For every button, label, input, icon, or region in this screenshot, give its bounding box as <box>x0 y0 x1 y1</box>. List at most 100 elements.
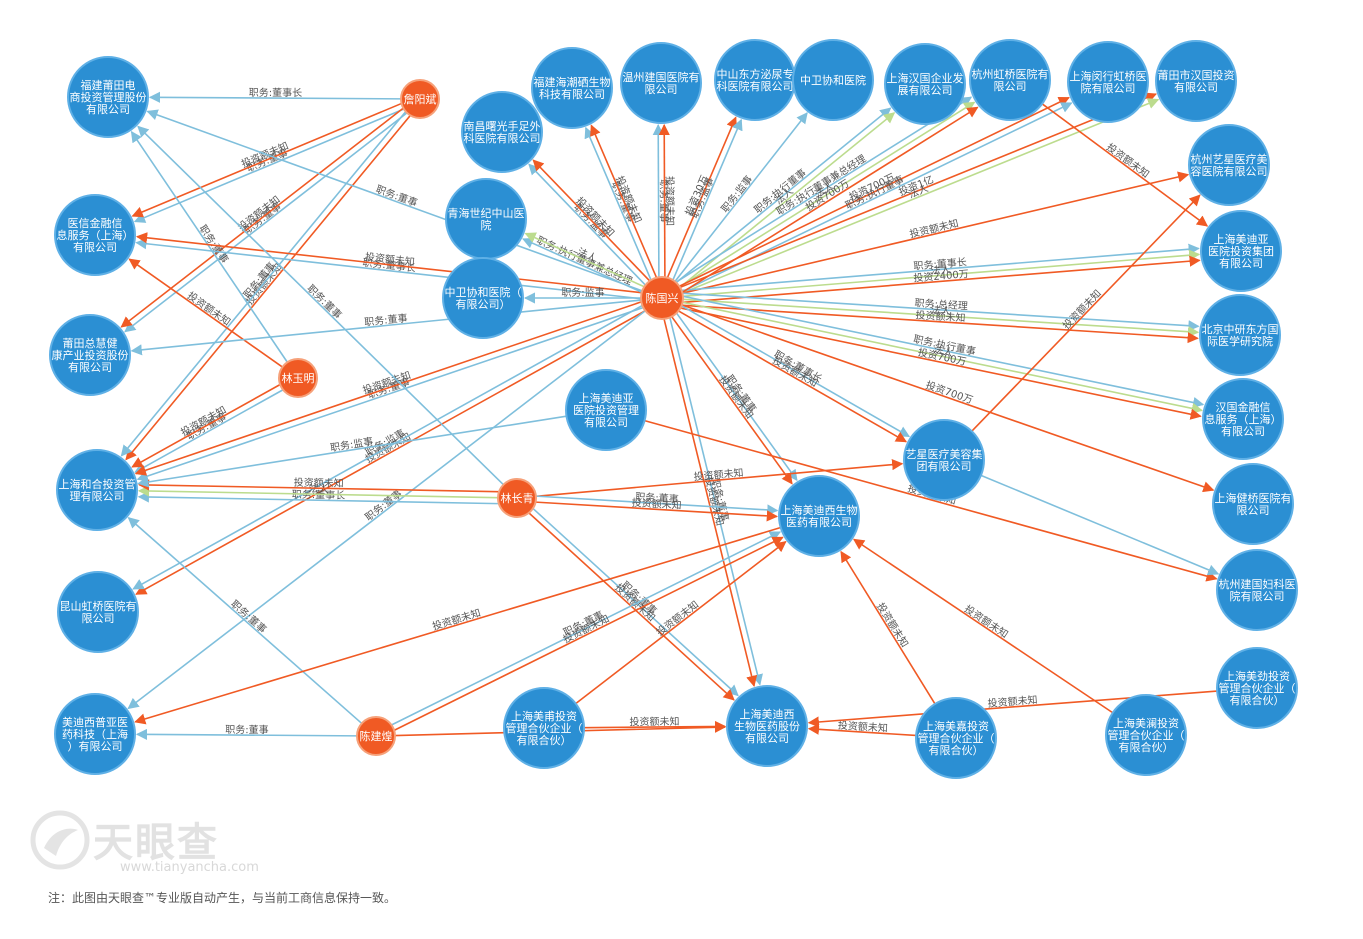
company-circle[interactable] <box>620 42 702 124</box>
company-circle[interactable] <box>1105 694 1187 776</box>
company-circle[interactable] <box>778 475 860 557</box>
company-circle[interactable] <box>67 56 149 138</box>
edge-label: 投资额未知 <box>663 176 676 226</box>
company-circle[interactable] <box>1155 40 1237 122</box>
company-circle[interactable] <box>503 687 585 769</box>
edge-role <box>127 517 363 725</box>
company-circle[interactable] <box>969 39 1051 121</box>
node-label: 上海美迪亚 <box>579 391 634 405</box>
person-node[interactable]: 陈国兴 <box>640 276 684 320</box>
person-circle[interactable] <box>497 478 537 518</box>
node-label: 林长青 <box>501 491 534 505</box>
company-circle[interactable] <box>461 91 543 173</box>
company-circle[interactable] <box>1202 378 1284 460</box>
company-circle[interactable] <box>1067 41 1149 123</box>
company-circle[interactable] <box>726 685 808 767</box>
company-circle[interactable] <box>531 47 613 129</box>
person-circle[interactable] <box>640 276 684 320</box>
edge-role <box>391 531 782 726</box>
person-circle[interactable] <box>278 358 318 398</box>
person-node[interactable]: 詹阳斌 <box>400 79 440 119</box>
edge-role <box>682 243 1200 292</box>
node-label: 中卫协和医院 <box>800 73 866 87</box>
company-circle[interactable] <box>1188 124 1270 206</box>
company-circle[interactable] <box>1199 294 1281 376</box>
node-label: 上海健桥医院有 <box>1215 491 1292 505</box>
edge-label: 投资额未知 <box>631 496 682 512</box>
node-label: 有限合伙） <box>1119 740 1174 754</box>
edge-role <box>536 495 779 516</box>
company-circle[interactable] <box>915 697 997 779</box>
person-node[interactable]: 林玉明 <box>278 358 318 398</box>
node-label: 限公司 <box>994 80 1027 93</box>
node-label: 医院投资管理 <box>573 403 639 417</box>
person-node[interactable]: 林长青 <box>497 478 537 518</box>
company-circle[interactable] <box>57 571 139 653</box>
person-node[interactable]: 陈建煌 <box>356 716 396 756</box>
company-circle[interactable] <box>565 369 647 451</box>
company-circle[interactable] <box>792 39 874 121</box>
edge-invest <box>1041 103 1209 227</box>
company-circle[interactable] <box>1216 647 1298 729</box>
company-circle[interactable] <box>56 449 138 531</box>
company-node[interactable]: 中卫协和医院 <box>792 39 874 121</box>
company-circle[interactable] <box>903 419 985 501</box>
node-label: 詹阳斌 <box>404 92 437 106</box>
company-circle[interactable] <box>1216 549 1298 631</box>
person-circle[interactable] <box>400 79 440 119</box>
edge-role <box>676 312 798 482</box>
company-circle[interactable] <box>442 257 524 339</box>
company-circle[interactable] <box>49 314 131 396</box>
company-circle[interactable] <box>54 194 136 276</box>
edge-role <box>124 112 408 333</box>
edge-invest <box>852 538 1114 714</box>
node-label: 有限合伙） <box>1230 693 1285 707</box>
node-label: 青海世纪中山医 <box>448 206 525 220</box>
company-circle[interactable] <box>884 43 966 125</box>
node-label: 上海汉国企业发 <box>887 71 964 85</box>
company-circle[interactable] <box>1212 463 1294 545</box>
edge-invest <box>535 501 779 522</box>
company-circle[interactable] <box>1200 210 1282 292</box>
node-label: 南昌曙光手足外 <box>464 119 541 133</box>
edge-invest <box>681 307 1202 420</box>
edge-role <box>522 237 642 293</box>
company-node[interactable]: 中卫协和医院（有限公司） <box>442 257 524 339</box>
company-circle[interactable] <box>54 693 136 775</box>
node-label: 限公司 <box>645 83 678 96</box>
node-label: ）有限公司 <box>68 739 123 753</box>
edge-invest <box>583 720 727 733</box>
person-circle[interactable] <box>356 716 396 756</box>
node-label: 上海美迪西 <box>740 707 795 721</box>
node-label: 上海闵行虹桥医 <box>1070 69 1147 83</box>
